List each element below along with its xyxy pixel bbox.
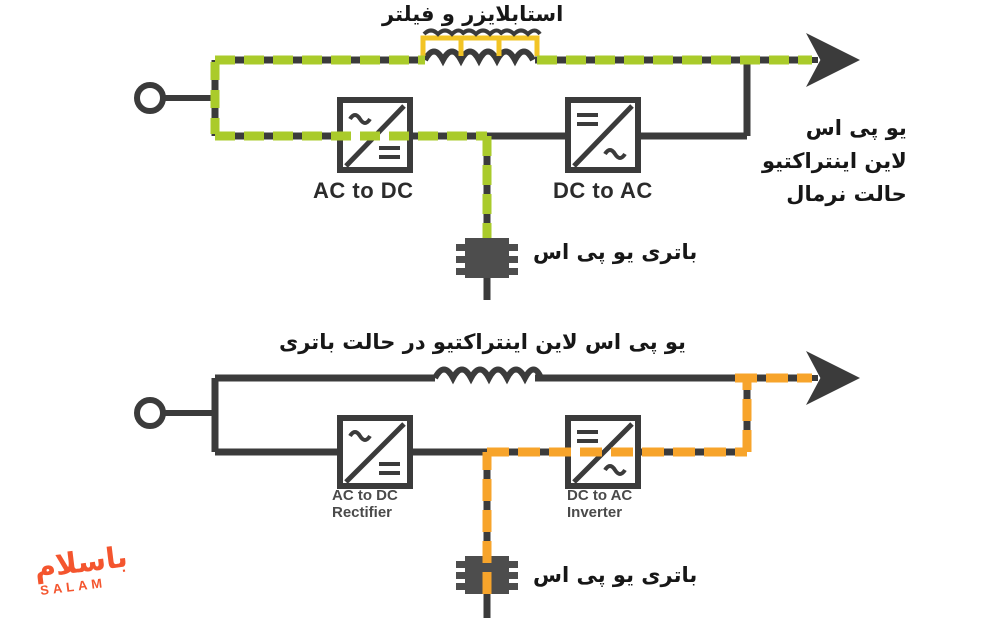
bottom-battery-label: باتری یو پی اس xyxy=(533,563,698,587)
top-mode-label-line3: حالت نرمال xyxy=(786,182,907,206)
ring-terminal-icon xyxy=(134,82,215,114)
inductor-coil-icon xyxy=(432,366,544,385)
top-mode-label: یو پی اس لاین اینتراکتیو حالت نرمال xyxy=(762,112,907,211)
bottom-inverter-label-line2: Inverter xyxy=(567,504,623,521)
ring-terminal-icon xyxy=(134,397,215,429)
bottom-diagram-group xyxy=(134,351,860,618)
battery-icon xyxy=(456,238,518,278)
stabilizer-filter-label: استابلایزر و فیلتر xyxy=(382,2,564,26)
basalam-logo: باسلام SALAM xyxy=(30,539,129,617)
bottom-rectifier-label-line1: AC to DC xyxy=(332,487,398,504)
top-rectifier-label: AC to DC xyxy=(313,178,414,203)
bottom-inverter-label-line1: DC to AC xyxy=(567,487,633,504)
top-mode-label-line2: لاین اینتراکتیو xyxy=(762,149,907,173)
bottom-rectifier-label-line2: Rectifier xyxy=(332,504,393,521)
top-inverter-label: DC to AC xyxy=(553,178,653,203)
dc-to-ac-converter-icon xyxy=(565,97,641,173)
energy-flow-green xyxy=(215,55,812,238)
bottom-rectifier-label: AC to DC Rectifier xyxy=(332,487,398,521)
top-battery-label: باتری یو پی اس xyxy=(533,240,698,264)
ac-to-dc-converter-icon xyxy=(337,415,413,489)
inductor-coil-icon xyxy=(422,48,536,67)
energy-flow-orange xyxy=(482,373,812,594)
top-diagram-group xyxy=(134,28,860,300)
bottom-diagram-title: یو پی اس لاین اینتراکتیو در حالت باتری xyxy=(279,330,686,354)
bottom-inverter-label: DC to AC Inverter xyxy=(567,487,632,521)
top-mode-label-line1: یو پی اس xyxy=(805,116,907,140)
filter-zigzag-icon xyxy=(420,28,542,56)
